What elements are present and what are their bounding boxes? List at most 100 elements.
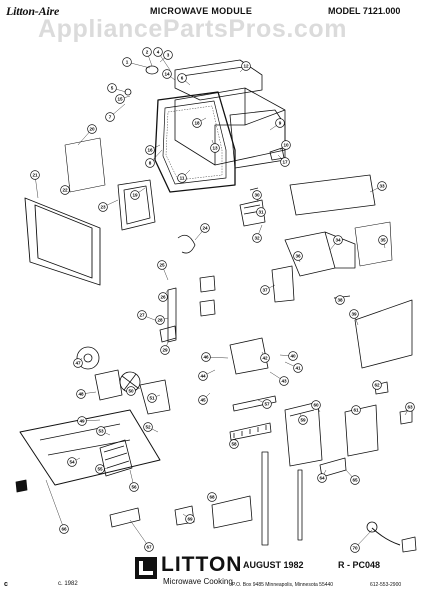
callout-40: 40 (288, 351, 298, 361)
callout-number: 41 (295, 366, 301, 371)
callout-circle (293, 363, 303, 373)
callout-number: 25 (159, 263, 165, 268)
callout-circle (60, 185, 70, 195)
callout-circle (372, 380, 382, 390)
callout-circle (317, 473, 327, 483)
callout-70: 70 (350, 543, 360, 553)
callout-circle (333, 235, 343, 245)
door-window-part (162, 100, 227, 185)
copyright-text: c. 1982 (58, 581, 78, 587)
callout-number: 66 (61, 527, 67, 532)
callout-circle (30, 170, 40, 180)
callout-41: 41 (293, 363, 303, 373)
callout-circle (126, 386, 136, 396)
callout-60: 60 (311, 400, 321, 410)
callout-24: 24 (200, 223, 210, 233)
callout-14: 14 (162, 69, 172, 79)
base-plate-part (19, 409, 161, 486)
logo-subtitle: Microwave Cooking (163, 577, 233, 586)
callout-16: 16 (145, 145, 155, 155)
callout-number: 11 (180, 176, 185, 181)
callout-number: 9 (279, 121, 282, 126)
callout-circle (105, 112, 115, 122)
callout-number: 34 (335, 238, 341, 243)
callout-35: 35 (378, 235, 388, 245)
callout-number: 16 (147, 148, 153, 153)
callout-circle (177, 173, 187, 183)
callout-69: 69 (185, 514, 195, 524)
callout-3: 3 (163, 50, 173, 60)
callout-number: 24 (202, 226, 208, 231)
keypad-part (344, 404, 379, 457)
callout-48: 48 (76, 389, 86, 399)
callout-circle (200, 223, 210, 233)
callout-number: 2 (146, 50, 149, 55)
callout-number: 62 (374, 383, 380, 388)
terminal-strip-part (229, 422, 272, 441)
callout-circle (177, 73, 187, 83)
callout-number: 18 (194, 121, 200, 126)
callout-circle (107, 83, 117, 93)
callout-30: 30 (252, 190, 262, 200)
callout-63: 63 (405, 402, 415, 412)
callout-circle (198, 395, 208, 405)
callout-67: 67 (144, 542, 154, 552)
callout-number: 38 (337, 298, 343, 303)
callout-45: 45 (198, 395, 208, 405)
callout-number: 50 (128, 389, 134, 394)
callout-circle (137, 310, 147, 320)
callout-circle (281, 140, 291, 150)
callout-circle (185, 514, 195, 524)
callout-circle (192, 118, 202, 128)
brand-name: Litton-Aire (6, 4, 60, 18)
callout-22: 22 (60, 185, 70, 195)
document-code: R - PC048 (338, 560, 381, 570)
diagram-title: MICROWAVE MODULE (150, 6, 253, 16)
callout-19: 19 (130, 190, 140, 200)
callout-13: 13 (210, 143, 220, 153)
callout-number: 51 (149, 396, 155, 401)
front-panel-part (24, 197, 101, 286)
callout-31: 31 (256, 207, 266, 217)
callout-number: 61 (353, 408, 359, 413)
callout-number: 31 (258, 210, 264, 215)
callout-1: 1 (122, 57, 132, 67)
callout-36: 36 (293, 251, 303, 261)
callout-number: 14 (164, 72, 170, 77)
callout-28: 28 (155, 315, 165, 325)
callout-56: 56 (129, 482, 139, 492)
callout-circle (350, 475, 360, 485)
callout-number: 43 (281, 379, 287, 384)
callout-21: 21 (30, 170, 40, 180)
callout-49: 49 (77, 416, 87, 426)
callout-6: 6 (177, 73, 187, 83)
callout-circle (256, 207, 266, 217)
leader-line (45, 479, 65, 530)
callout-38: 38 (335, 295, 345, 305)
callout-circle (311, 400, 321, 410)
callout-circle (87, 124, 97, 134)
callout-46: 46 (201, 352, 211, 362)
callout-number: 37 (262, 288, 268, 293)
callout-circle (130, 190, 140, 200)
callout-circle (76, 389, 86, 399)
callout-circle (288, 351, 298, 361)
callout-51: 51 (147, 393, 157, 403)
left-panel-part (64, 137, 106, 193)
callout-number: 26 (160, 295, 166, 300)
callout-circle (262, 399, 272, 409)
callout-26: 26 (158, 292, 168, 302)
callout-64: 64 (317, 473, 327, 483)
callout-number: 1 (126, 60, 129, 65)
callout-circle (349, 309, 359, 319)
company-phone: 612-553-2900 (370, 582, 402, 588)
callout-39: 39 (349, 309, 359, 319)
callout-10: 10 (281, 140, 291, 150)
callout-number: 6 (181, 76, 184, 81)
callout-circle (229, 439, 239, 449)
callout-number: 27 (139, 313, 145, 318)
callout-number: 28 (157, 318, 163, 323)
callout-number: 8 (149, 161, 152, 166)
